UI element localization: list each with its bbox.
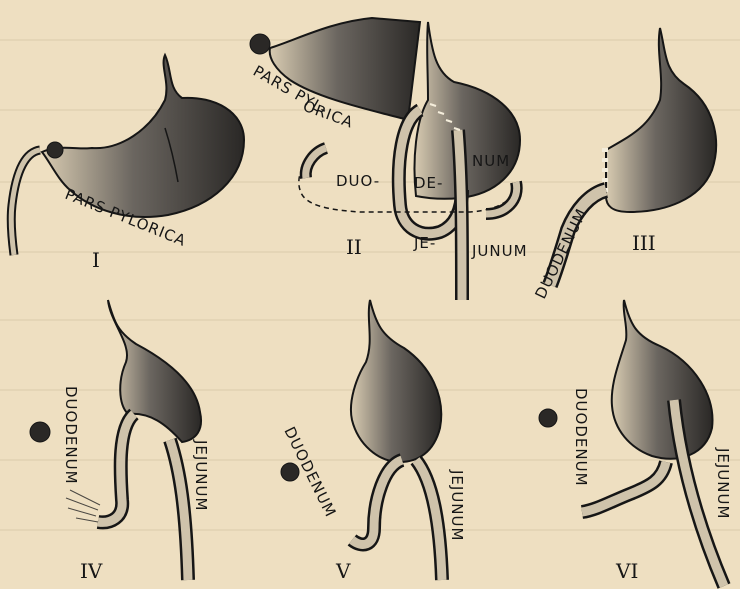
figure-1-duodenum-tube: [11, 150, 40, 255]
figure-1: PARS PYLORICA I: [11, 55, 244, 272]
figure-4: DUODENUM JEJUNUM IV: [30, 300, 210, 583]
figure-2-pylorus-knot: [250, 34, 270, 54]
figure-5: DUODENUM JEJUNUM V: [280, 300, 466, 583]
figure-6-numeral: VI: [615, 559, 638, 583]
figure-2-numeral: II: [346, 235, 362, 259]
figure-4-numeral: IV: [80, 559, 103, 583]
figure-4-duodenal-stump: [30, 422, 50, 442]
figure-6: DUODENUM JEJUNUM VI: [539, 300, 732, 586]
figure-6-duodenal-stump: [539, 409, 557, 427]
figure-4-label-1: JEJUNUM: [192, 439, 210, 511]
figure-5-stomach: [351, 300, 441, 462]
figure-2: PARS PYL- ORICA DUO- DE- NUM JE- JUNUM I…: [250, 18, 528, 300]
figure-5-numeral: V: [335, 559, 351, 583]
figure-6-stomach: [612, 300, 713, 459]
figure-3: DUODENUM III: [531, 28, 716, 302]
figure-4-mesentery: [66, 490, 100, 522]
figure-4-label-0: DUODENUM: [62, 386, 80, 485]
figure-6-label-1: JEJUNUM: [714, 447, 732, 519]
figure-5-label-1: JEJUNUM: [448, 469, 466, 541]
figure-2-label-4: NUM: [472, 152, 510, 170]
bleed-through-texture: [0, 40, 740, 530]
figure-5-duodenal-stump: [281, 463, 299, 481]
figure-3-stomach: [606, 28, 716, 212]
figure-2-label-2: DUO-: [336, 172, 380, 190]
figure-3-numeral: III: [632, 231, 656, 255]
figure-1-numeral: I: [92, 248, 100, 272]
figure-1-pylorus-knot: [47, 142, 63, 158]
figure-2-pyloric-stump: [270, 18, 420, 120]
figure-2-label-6: JUNUM: [471, 242, 528, 260]
figure-2-label-5: JE-: [413, 234, 436, 252]
figure-3-label-0: DUODENUM: [531, 205, 590, 301]
figure-6-label-0: DUODENUM: [572, 388, 590, 487]
figure-2-label-3: DE-: [414, 174, 443, 192]
